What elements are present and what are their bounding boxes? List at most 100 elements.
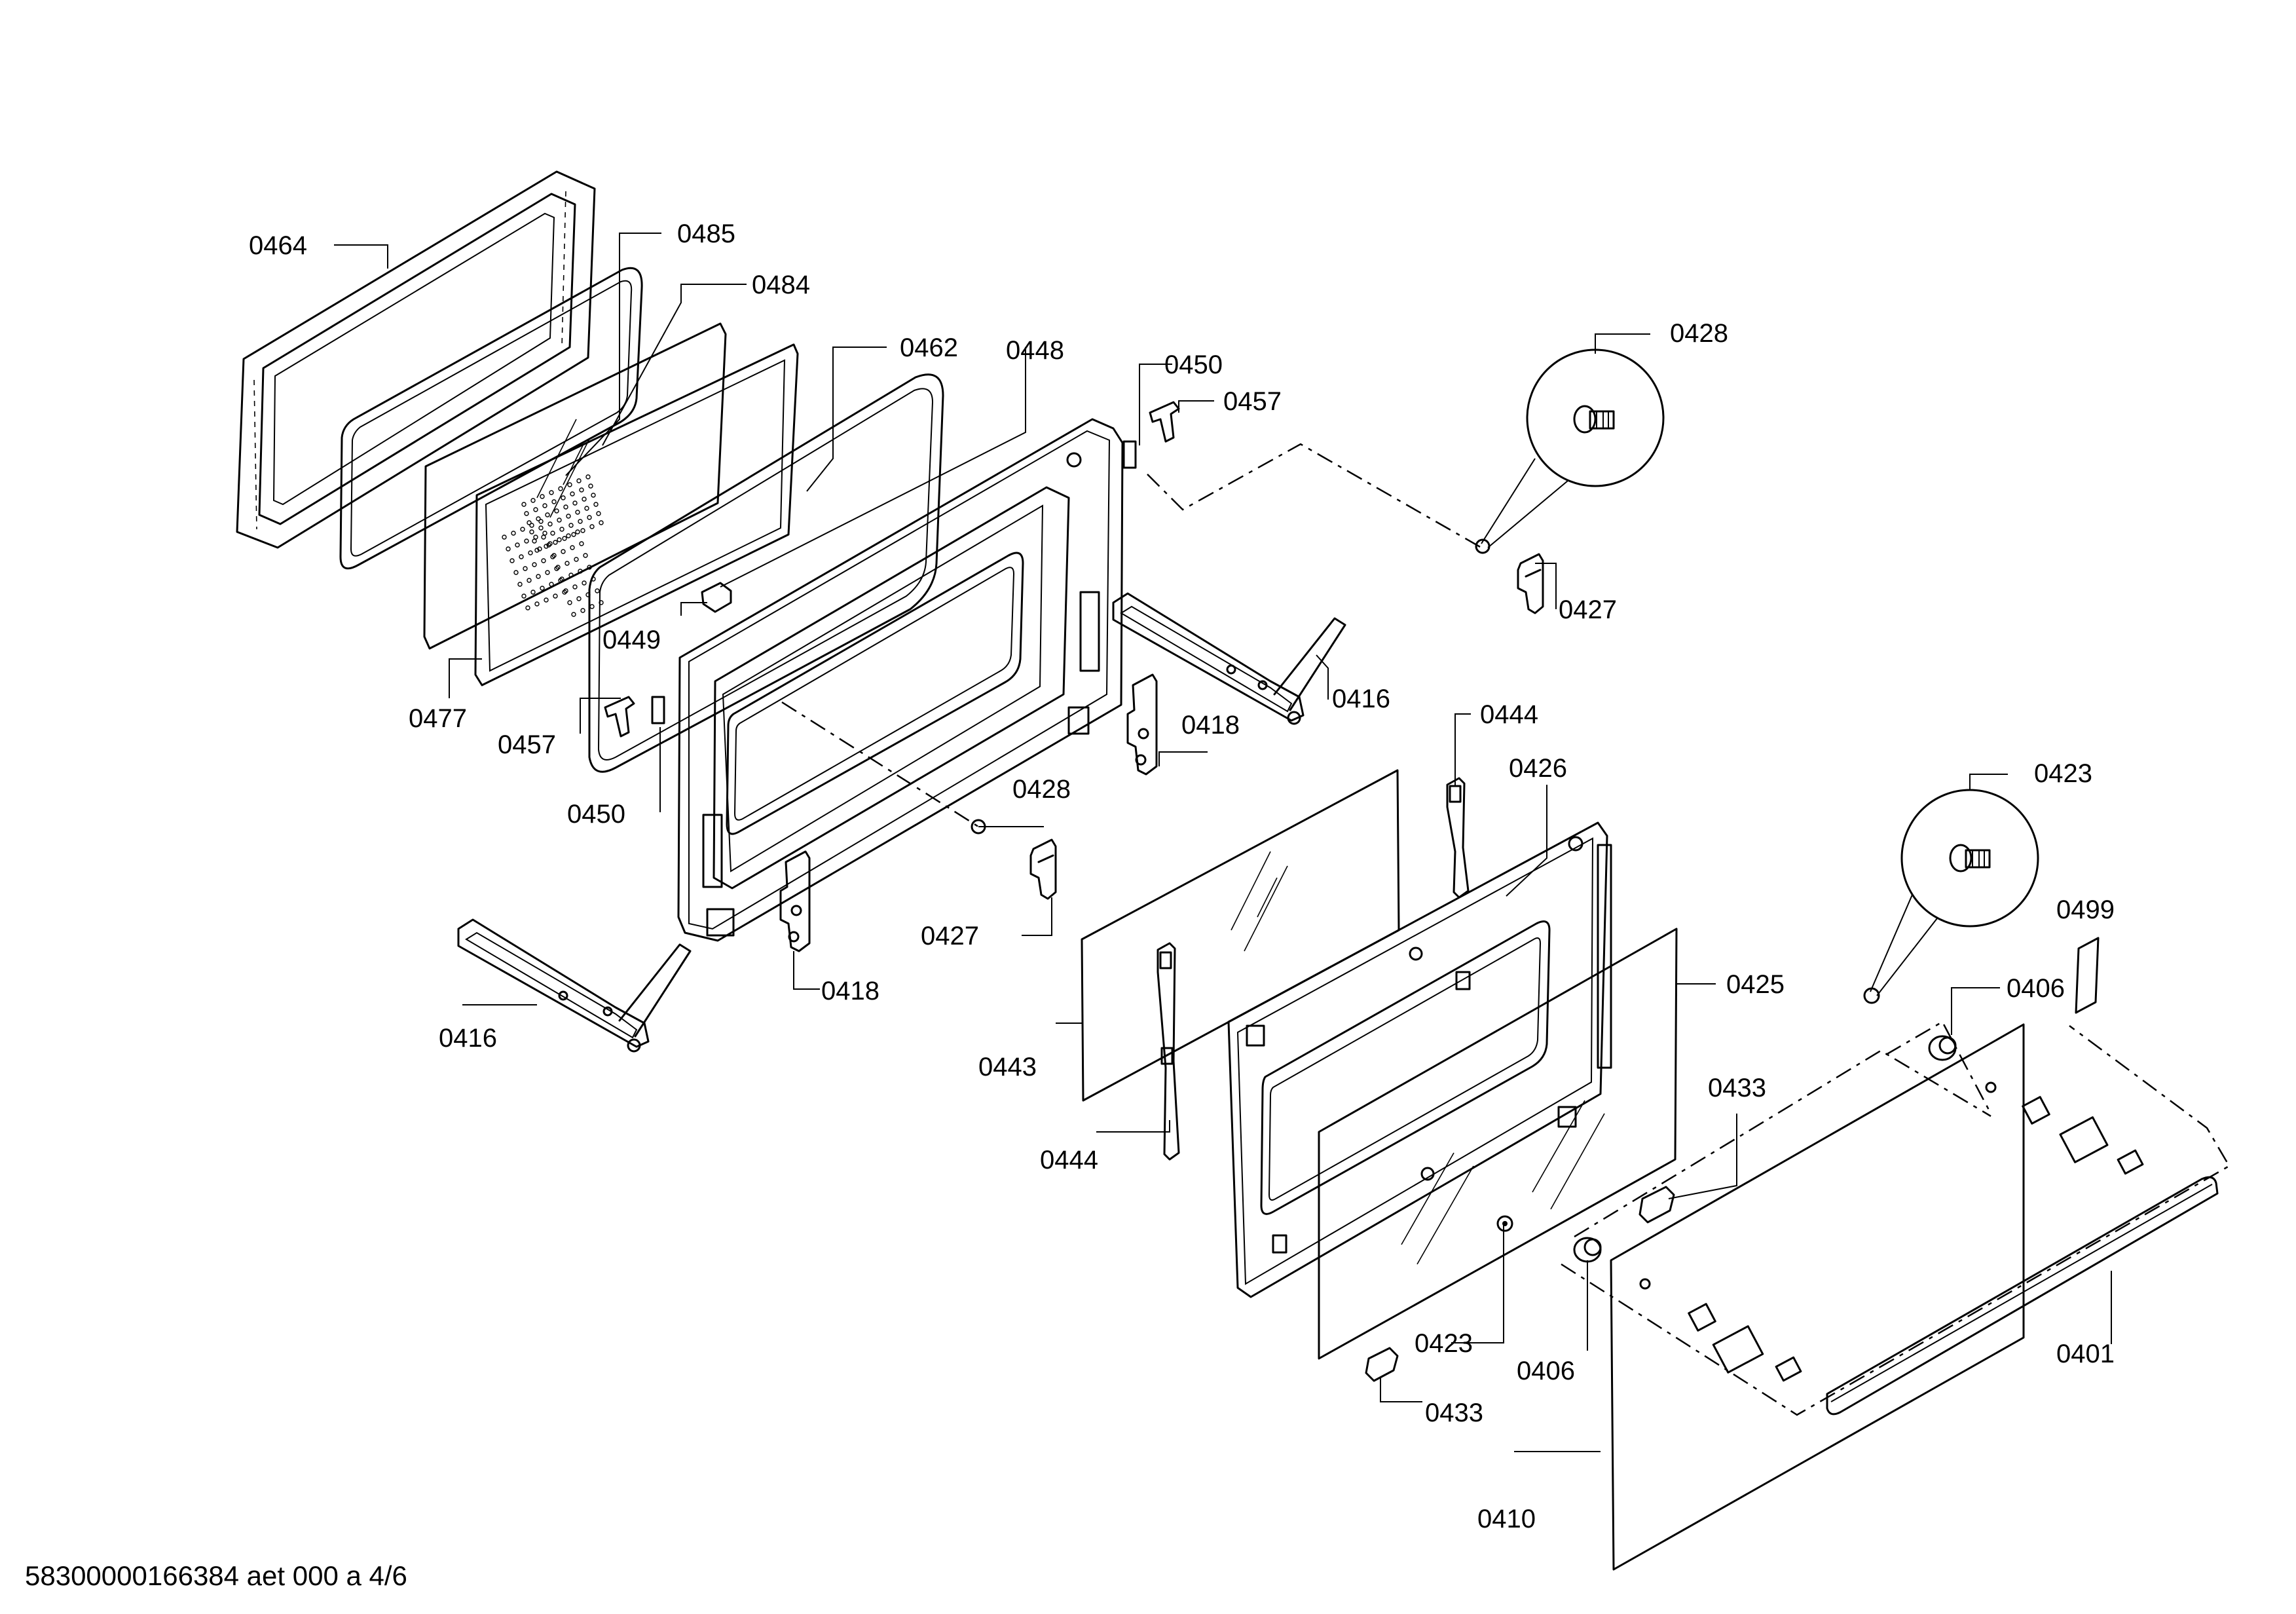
front-glass-0425 [1318,928,1678,1360]
label-0401: 0401 [2056,1340,2115,1368]
perforation-hole [565,561,570,566]
label-0427-upper: 0427 [1559,595,1617,624]
perforation-hole [568,572,574,578]
screw-detail-0428 [1475,348,1665,554]
perforation-hole [570,491,575,497]
perforation-hole [576,596,582,601]
assembly-guide-lines [781,443,2231,1416]
perforation-hole [533,535,538,540]
perforation-hole [530,590,536,595]
spacer-bar-0444-lower [1157,942,1180,1161]
perforation-hole [579,541,584,546]
perforation-hole [527,578,532,583]
perforation-hole [585,474,591,479]
perforation-hole [587,565,592,570]
perforation-hole [553,540,558,545]
screw-0423-small [1496,1215,1513,1232]
perforation-hole [502,535,507,540]
perforation-hole [567,482,572,487]
perforation-hole [563,504,568,510]
perforation-hole [558,486,563,491]
perforation-hole [515,542,520,548]
perforation-hole [583,553,588,558]
perforation-hole [567,600,572,605]
label-0443: 0443 [978,1053,1037,1081]
perforation-hole [599,520,604,525]
label-0433-lower: 0433 [1425,1398,1483,1427]
perforation-hole [520,527,525,532]
door-gasket-0462 [588,373,944,773]
perforation-hole [574,557,579,562]
perforation-hole [550,554,555,559]
perforation-hole [544,597,549,603]
perforation-hole [511,531,516,536]
perforation-hole [538,525,544,531]
perforation-hole [541,535,546,540]
label-0449: 0449 [602,626,661,654]
label-0416-upper: 0416 [1332,685,1390,713]
perforation-hole [541,558,546,563]
clip-0449 [701,582,732,613]
perforation-hole [596,511,601,516]
perforation-hole [575,510,580,515]
perforation-hole [562,536,567,541]
label-0457-upper: 0457 [1223,387,1282,416]
screw-detail-0423 [1863,789,2039,1004]
perforation-hole [517,582,523,587]
perforation-hole [559,576,565,582]
perforation-hole [554,508,559,514]
clamp-0427-upper [1517,553,1544,614]
perforation-hole [506,546,511,552]
perforation-hole [537,546,542,552]
bushing-0406-upper [1928,1035,1957,1061]
label-0406-upper: 0406 [2007,974,2065,1003]
label-0406-lower: 0406 [1517,1357,1575,1385]
perforation-hole [521,502,527,507]
inner-door-panel-0426 [1227,821,1612,1298]
hinge-bracket-0418-lower [779,850,811,952]
perforation-holes [502,474,604,617]
clip-0457-upper [1149,401,1180,443]
label-0450-upper: 0450 [1164,350,1223,379]
perforation-hole [549,490,554,495]
perforation-hole [529,523,534,528]
label-0485: 0485 [677,219,735,248]
perforation-hole [582,580,587,586]
perforation-hole [544,544,549,549]
perforation-hole [538,519,544,524]
callout-labels: 0464 0485 0484 0462 0448 0450 0457 0428 … [249,219,2115,1533]
perforation-hole [527,520,532,525]
label-0477: 0477 [409,704,467,733]
perforation-hole [542,503,547,508]
perforation-hole [551,499,557,504]
perforation-hole [524,511,529,516]
perforation-hole [525,605,530,610]
perforation-hole [589,524,595,529]
perforation-hole [566,533,571,538]
perforation-hole [519,554,524,559]
perforation-hole [584,506,589,511]
perforation-hole [532,562,537,567]
clip-0450-upper [1122,440,1137,469]
perforation-hole [575,529,580,535]
bushing-0406-lower [1573,1237,1602,1263]
perforation-hole [579,487,584,493]
perforation-hole [578,519,583,524]
clip-0433-lower [1365,1347,1399,1382]
label-0464: 0464 [249,231,307,260]
perforation-hole [570,545,575,550]
label-0448: 0448 [1006,336,1064,365]
perforation-hole [540,494,545,499]
perforation-hole [572,584,578,590]
perforation-hole [536,574,541,579]
perforation-hole [559,527,565,532]
glass-pane-0484 [423,322,727,650]
perforation-hole [582,497,587,502]
perforation-hole [576,478,582,483]
clip-0433-upper [1639,1186,1675,1224]
perforation-hole [551,553,557,558]
clamp-0427-lower [1029,838,1057,900]
perforation-hole [533,507,538,512]
perforation-hole [524,538,529,544]
label-0450-lower: 0450 [567,800,625,829]
